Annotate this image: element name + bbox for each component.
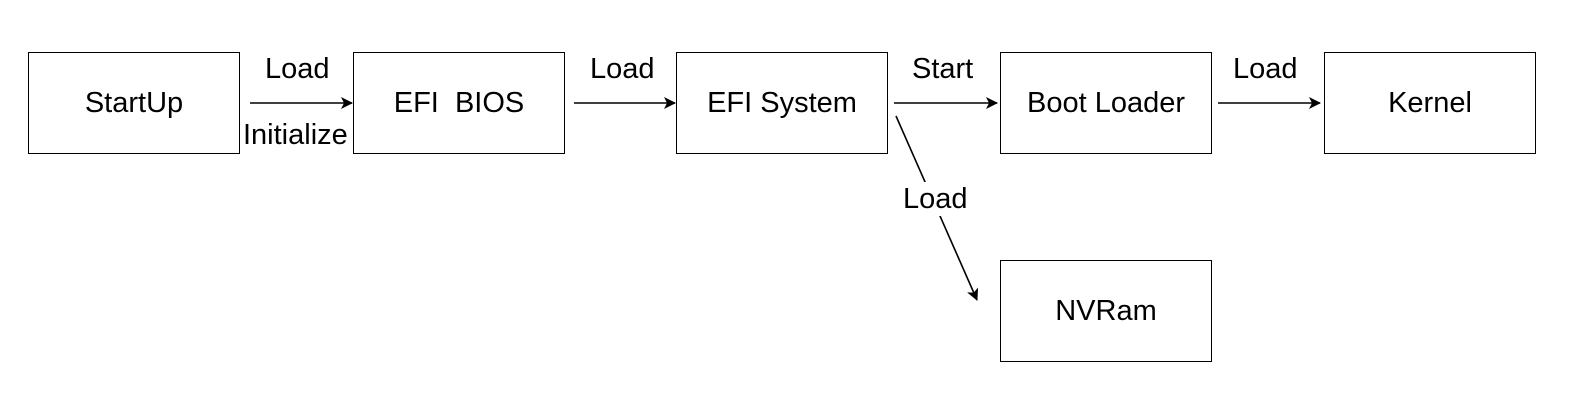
edge-label-startup-to-bios-initialize: Initialize [243, 118, 348, 152]
node-efi-system: EFI System [676, 52, 888, 154]
edge-label-system-to-nvram: Load [901, 182, 970, 216]
node-nvram-label: NVRam [1055, 294, 1157, 327]
edge-label-bootloader-to-kernel: Load [1233, 52, 1298, 86]
node-kernel-label: Kernel [1388, 86, 1472, 119]
node-nvram: NVRam [1000, 260, 1212, 362]
edge-label-bios-to-system: Load [590, 52, 655, 86]
node-startup: StartUp [28, 52, 240, 154]
node-boot-loader-label: Boot Loader [1026, 86, 1185, 119]
node-kernel: Kernel [1324, 52, 1536, 154]
node-efi-bios-label: EFI BIOS [393, 86, 525, 119]
node-startup-label: StartUp [84, 86, 184, 119]
edge-label-startup-to-bios-load: Load [265, 52, 330, 86]
node-efi-bios: EFI BIOS [353, 52, 565, 154]
node-boot-loader: Boot Loader [1000, 52, 1212, 154]
edge-label-system-to-bootloader: Start [912, 52, 974, 86]
node-efi-system-label: EFI System [707, 86, 857, 119]
